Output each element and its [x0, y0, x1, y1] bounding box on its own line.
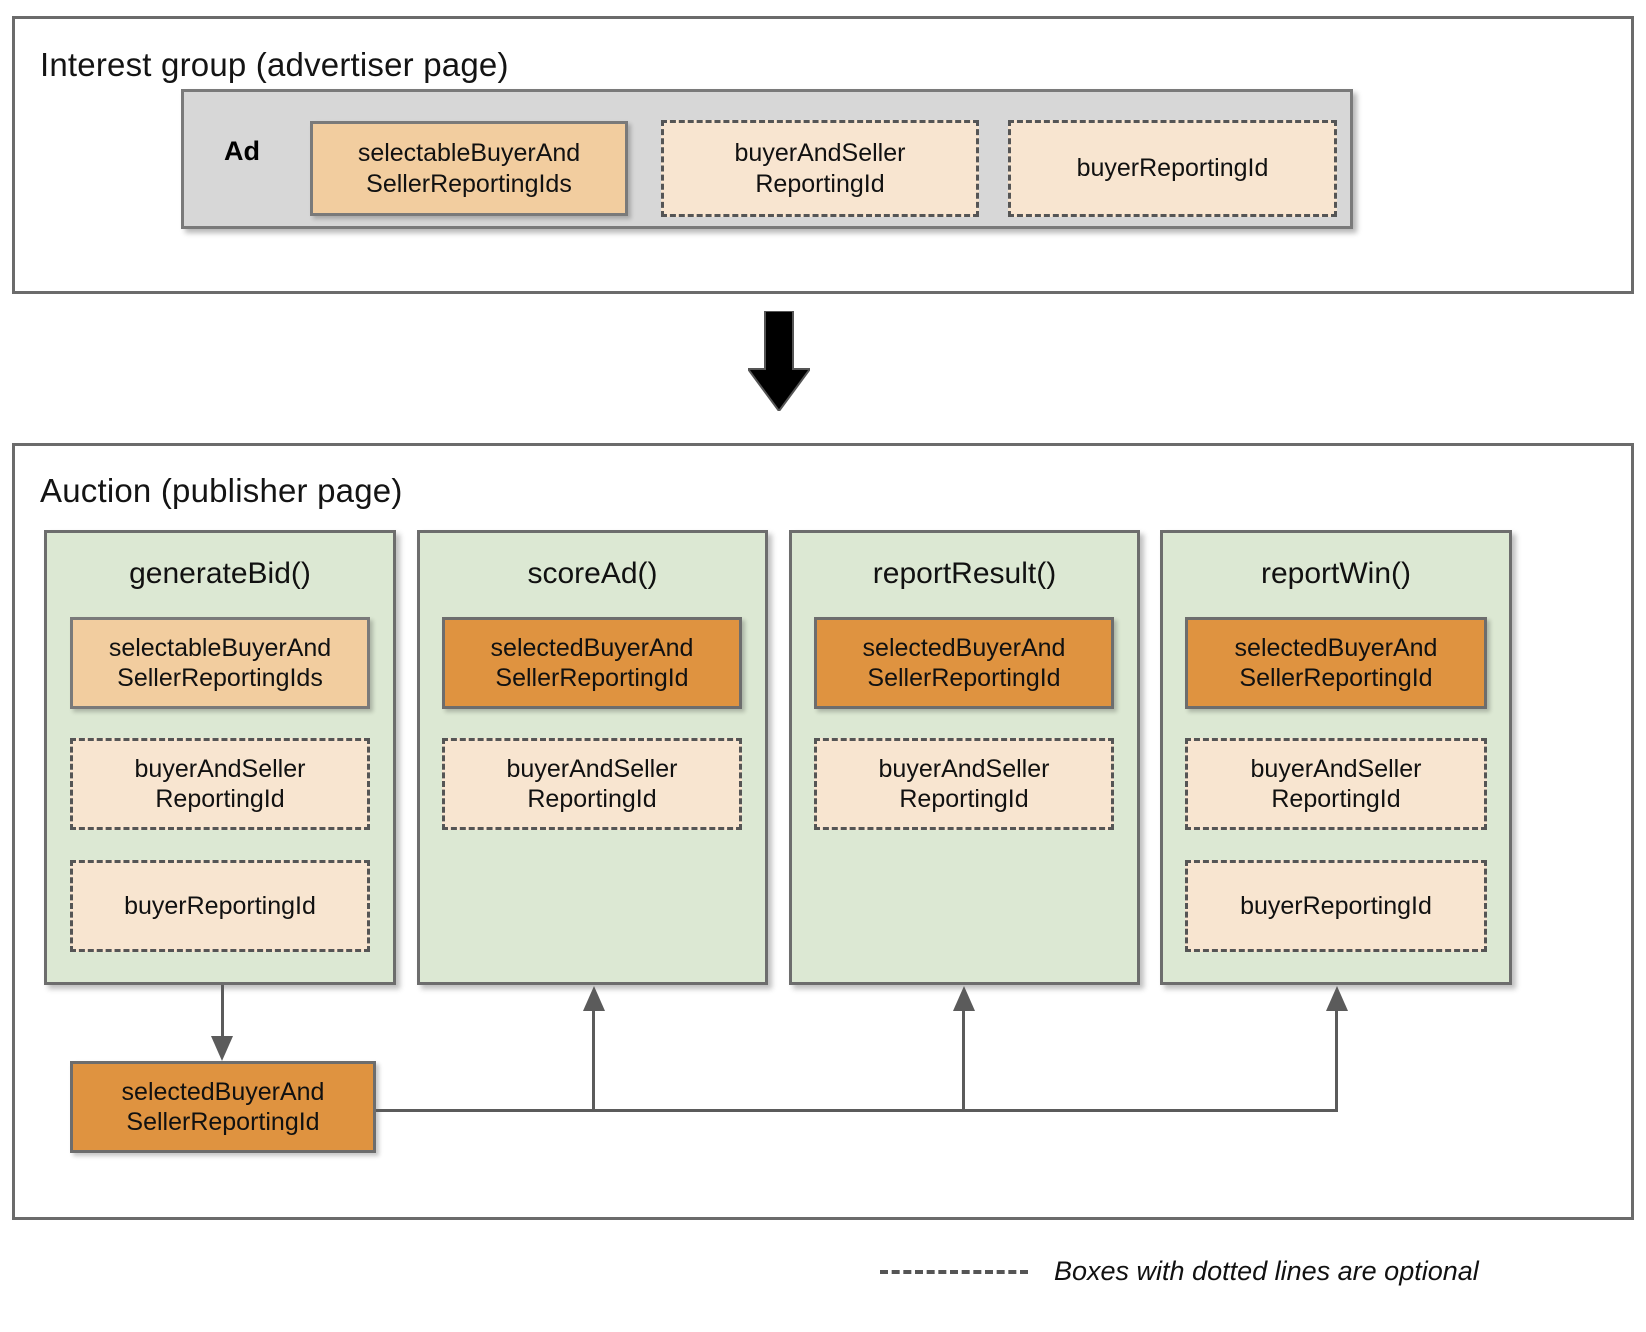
column-title-report-result: reportResult()	[872, 557, 1057, 590]
interest-group-title: Interest group (advertiser page)	[40, 46, 509, 83]
report-win-buyer-and-seller-reporting-id-box: buyerAndSeller ReportingId	[1185, 738, 1487, 830]
generate-bid-buyer-reporting-id-box: buyerReportingId	[70, 860, 370, 952]
report-result-selected-buyer-and-seller-reporting-id-box: selectedBuyerAnd SellerReportingId	[814, 617, 1114, 709]
arrowhead-up-report-win-icon	[1326, 986, 1348, 1011]
column-title-score-ad: scoreAd()	[527, 557, 658, 590]
generate-bid-buyer-and-seller-reporting-id-box: buyerAndSeller ReportingId	[70, 738, 370, 830]
connector-output-to-report-result	[962, 1010, 965, 1111]
report-result-buyer-and-seller-reporting-id-box: buyerAndSeller ReportingId	[814, 738, 1114, 830]
legend-text: Boxes with dotted lines are optional	[1054, 1256, 1479, 1286]
arrowhead-up-score-ad-icon	[583, 986, 605, 1011]
score-ad-buyer-and-seller-reporting-id-box: buyerAndSeller ReportingId	[442, 738, 742, 830]
score-ad-selected-buyer-and-seller-reporting-id-box: selectedBuyerAnd SellerReportingId	[442, 617, 742, 709]
report-win-selected-buyer-and-seller-reporting-id-box: selectedBuyerAnd SellerReportingId	[1185, 617, 1487, 709]
connector-output-bus	[376, 1109, 1338, 1112]
report-win-buyer-reporting-id-box: buyerReportingId	[1185, 860, 1487, 952]
connector-generate-bid-to-output	[221, 985, 224, 1041]
legend-dashed-line-icon	[880, 1269, 1028, 1274]
arrowhead-up-report-result-icon	[953, 986, 975, 1011]
ad-selectable-buyer-and-seller-reporting-ids-box: selectableBuyerAnd SellerReportingIds	[310, 121, 628, 216]
legend: Boxes with dotted lines are optional	[880, 1256, 1479, 1287]
column-title-generate-bid: generateBid()	[129, 557, 311, 590]
auction-title: Auction (publisher page)	[40, 472, 403, 509]
column-title-report-win: reportWin()	[1260, 557, 1411, 590]
output-selected-buyer-and-seller-reporting-id-box: selectedBuyerAnd SellerReportingId	[70, 1061, 376, 1153]
ad-label: Ad	[224, 136, 260, 166]
connector-output-to-score-ad	[592, 1010, 595, 1111]
flow-down-arrow-icon	[748, 311, 810, 411]
ad-buyer-reporting-id-box: buyerReportingId	[1008, 120, 1337, 217]
arrowhead-down-icon	[211, 1036, 233, 1061]
ad-buyer-and-seller-reporting-id-box: buyerAndSeller ReportingId	[661, 120, 979, 217]
generate-bid-selectable-buyer-and-seller-reporting-ids-box: selectableBuyerAnd SellerReportingIds	[70, 617, 370, 709]
connector-output-to-report-win	[1335, 1010, 1338, 1111]
